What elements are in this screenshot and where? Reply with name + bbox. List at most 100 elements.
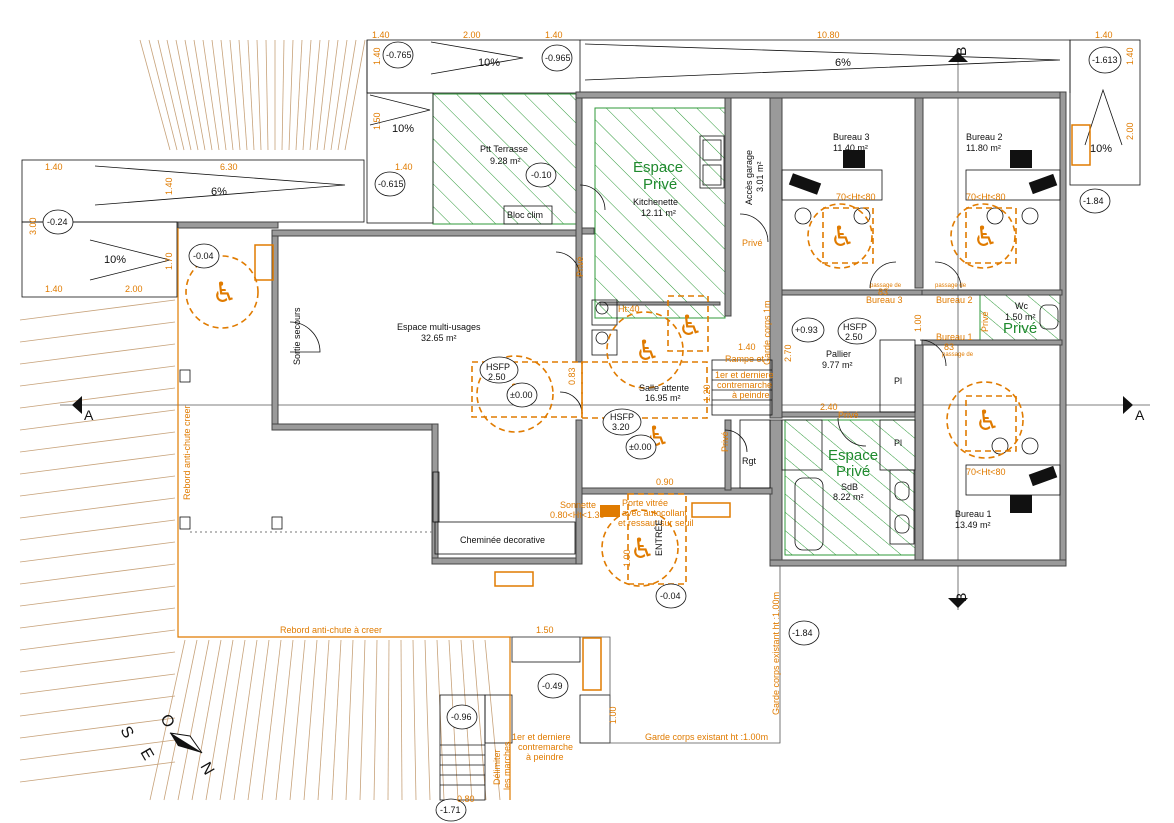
wheelchair-icon: ♿ [678, 309, 703, 342]
dim-v-6: 2.00 [1125, 122, 1135, 140]
porte-vitree-3: et ressaut sur seuil [618, 518, 694, 528]
entree-label: ENTRÉE [654, 519, 664, 556]
prive-rgt-door: Privé [720, 431, 730, 452]
terrain-contours [19, 39, 501, 801]
contremarche-3: à peindre [732, 390, 770, 400]
slope-4: 6% [211, 186, 227, 198]
dim-v-4: 3.00 [28, 217, 38, 235]
room-ptt-terrasse: Ptt Terrasse [480, 144, 528, 154]
dim-v-3: 1.40 [164, 177, 174, 195]
delimiter-2: les marches [502, 741, 512, 790]
level-14: -0.49 [542, 681, 563, 691]
level-13: -1.84 [1083, 196, 1104, 206]
level-12: -1.84 [792, 628, 813, 638]
prive-garage: Privé [742, 238, 763, 248]
room-bureau2: Bureau 2 [966, 132, 1003, 142]
slope-6: 10% [1090, 143, 1112, 155]
chairs [788, 150, 1058, 513]
section-b-bottom: B [953, 593, 969, 602]
ptt-terrasse-hatch [432, 93, 580, 225]
passage-1: passage de [870, 283, 902, 289]
contremarche-1: 1er et derniere [715, 370, 774, 380]
dim-mid-12: 83 [944, 342, 954, 352]
dim-mid-6: 0.83 [567, 367, 577, 385]
rebord-horizontal: Rebord anti-chute à creer [280, 625, 382, 635]
section-a-right: A [1135, 407, 1145, 423]
dim-mid-8: 1.50 [536, 625, 554, 635]
hsfp1-value: 2.50 [845, 332, 863, 342]
dim-top-5: 1.40 [1095, 30, 1113, 40]
wheelchair-icon: ♿ [975, 404, 1000, 437]
wc-hatch [979, 294, 1061, 341]
label-pl2: Pl [894, 438, 902, 448]
bureau3-door-label: Bureau 3 [866, 295, 903, 305]
delimiter-1: Délimiter [492, 749, 502, 785]
dim-mid-2: 2.70 [783, 344, 793, 362]
sonnette-label: Sonnette [560, 500, 596, 510]
level-16: -1.71 [440, 805, 461, 815]
room-wc: Wc [1015, 301, 1028, 311]
level-1: -0.765 [386, 50, 412, 60]
garde-corps-vertical: Garde corps existant ht :1.00m [771, 592, 781, 715]
contremarche-b3: à peindre [526, 752, 564, 762]
porte-vitree-2: avec autocollant [622, 508, 688, 518]
dim-v-7: 1.40 [1125, 47, 1135, 65]
ht-btn: Ht:40 [618, 304, 640, 314]
slope-1: 10% [478, 57, 500, 69]
room-pallier-area: 9.77 m² [822, 360, 853, 370]
level-2: -0.965 [545, 53, 571, 63]
espace-prive-kitchen-1: Espace [633, 159, 683, 176]
level-10: ±0.00 [629, 442, 651, 452]
section-b-top: B [953, 47, 969, 56]
room-sdb-area: 8.22 m² [833, 492, 864, 502]
wheelchair-icon: ♿ [630, 532, 655, 565]
level-6: -0.24 [47, 217, 68, 227]
room-bureau1-area: 13.49 m² [955, 520, 991, 530]
hsfp3-label: HSFP [610, 412, 634, 422]
dim-left2-1: 1.40 [45, 284, 63, 294]
level-9: ±0.00 [510, 390, 532, 400]
dim-mid-10: 1.00 [622, 549, 632, 567]
wheelchair-icon: ♿ [830, 220, 855, 253]
espace-prive-sdb-2: Privé [836, 463, 870, 480]
level-7: -0.04 [193, 251, 214, 261]
doors [289, 184, 962, 453]
dim-mid-1: 1.40 [738, 342, 756, 352]
level-11: -0.04 [660, 591, 681, 601]
hsfp3-value: 3.20 [612, 422, 630, 432]
dim-top-2: 2.00 [463, 30, 481, 40]
wheelchair-icon: ♿ [635, 334, 660, 367]
furniture [179, 135, 1061, 555]
dim-mid-13: 0.80 [457, 794, 475, 804]
compass-o: O [157, 712, 178, 731]
level-4: -0.615 [378, 179, 404, 189]
bureau2-door-label: Bureau 2 [936, 295, 973, 305]
prive-pallier: Privé [838, 410, 859, 420]
bureau1-door-label: Bureau 1 [936, 332, 973, 342]
level-3: -1.613 [1092, 55, 1118, 65]
contremarche-b1: 1er et derniere [512, 732, 571, 742]
slope-2: 6% [835, 57, 851, 69]
section-a-left: A [84, 407, 94, 423]
room-bureau2-area: 11.80 m² [966, 143, 1001, 153]
rebord-vertical: Rebord anti-chute creer [182, 405, 192, 500]
sonnette-ht: 0.80<Ht<1.30 [550, 510, 605, 520]
wheelchair-icon: ♿ [973, 220, 998, 253]
slope-5: 10% [104, 254, 126, 266]
room-bureau3: Bureau 3 [833, 132, 870, 142]
ht-bureau3: 70<Ht<80 [836, 192, 876, 202]
kitchenette-hatch [594, 107, 726, 319]
compass-n: N [197, 760, 218, 779]
wheelchair-icon: ♿ [212, 276, 237, 309]
room-espace-multi: Espace multi-usages [397, 322, 481, 332]
dim-left-2: 6.30 [220, 162, 238, 172]
dim-mid-7: 0.90 [656, 477, 674, 487]
signage [254, 124, 1091, 691]
dim-mid-3: 1.00 [913, 314, 923, 332]
level-15: -0.96 [451, 712, 472, 722]
espace-prive-kitchen-2: Privé [643, 176, 677, 193]
label-cheminee: Cheminée decorative [460, 535, 545, 545]
rampe-label: Rampe et [725, 354, 765, 364]
contremarche-b2: contremarche [518, 742, 573, 752]
